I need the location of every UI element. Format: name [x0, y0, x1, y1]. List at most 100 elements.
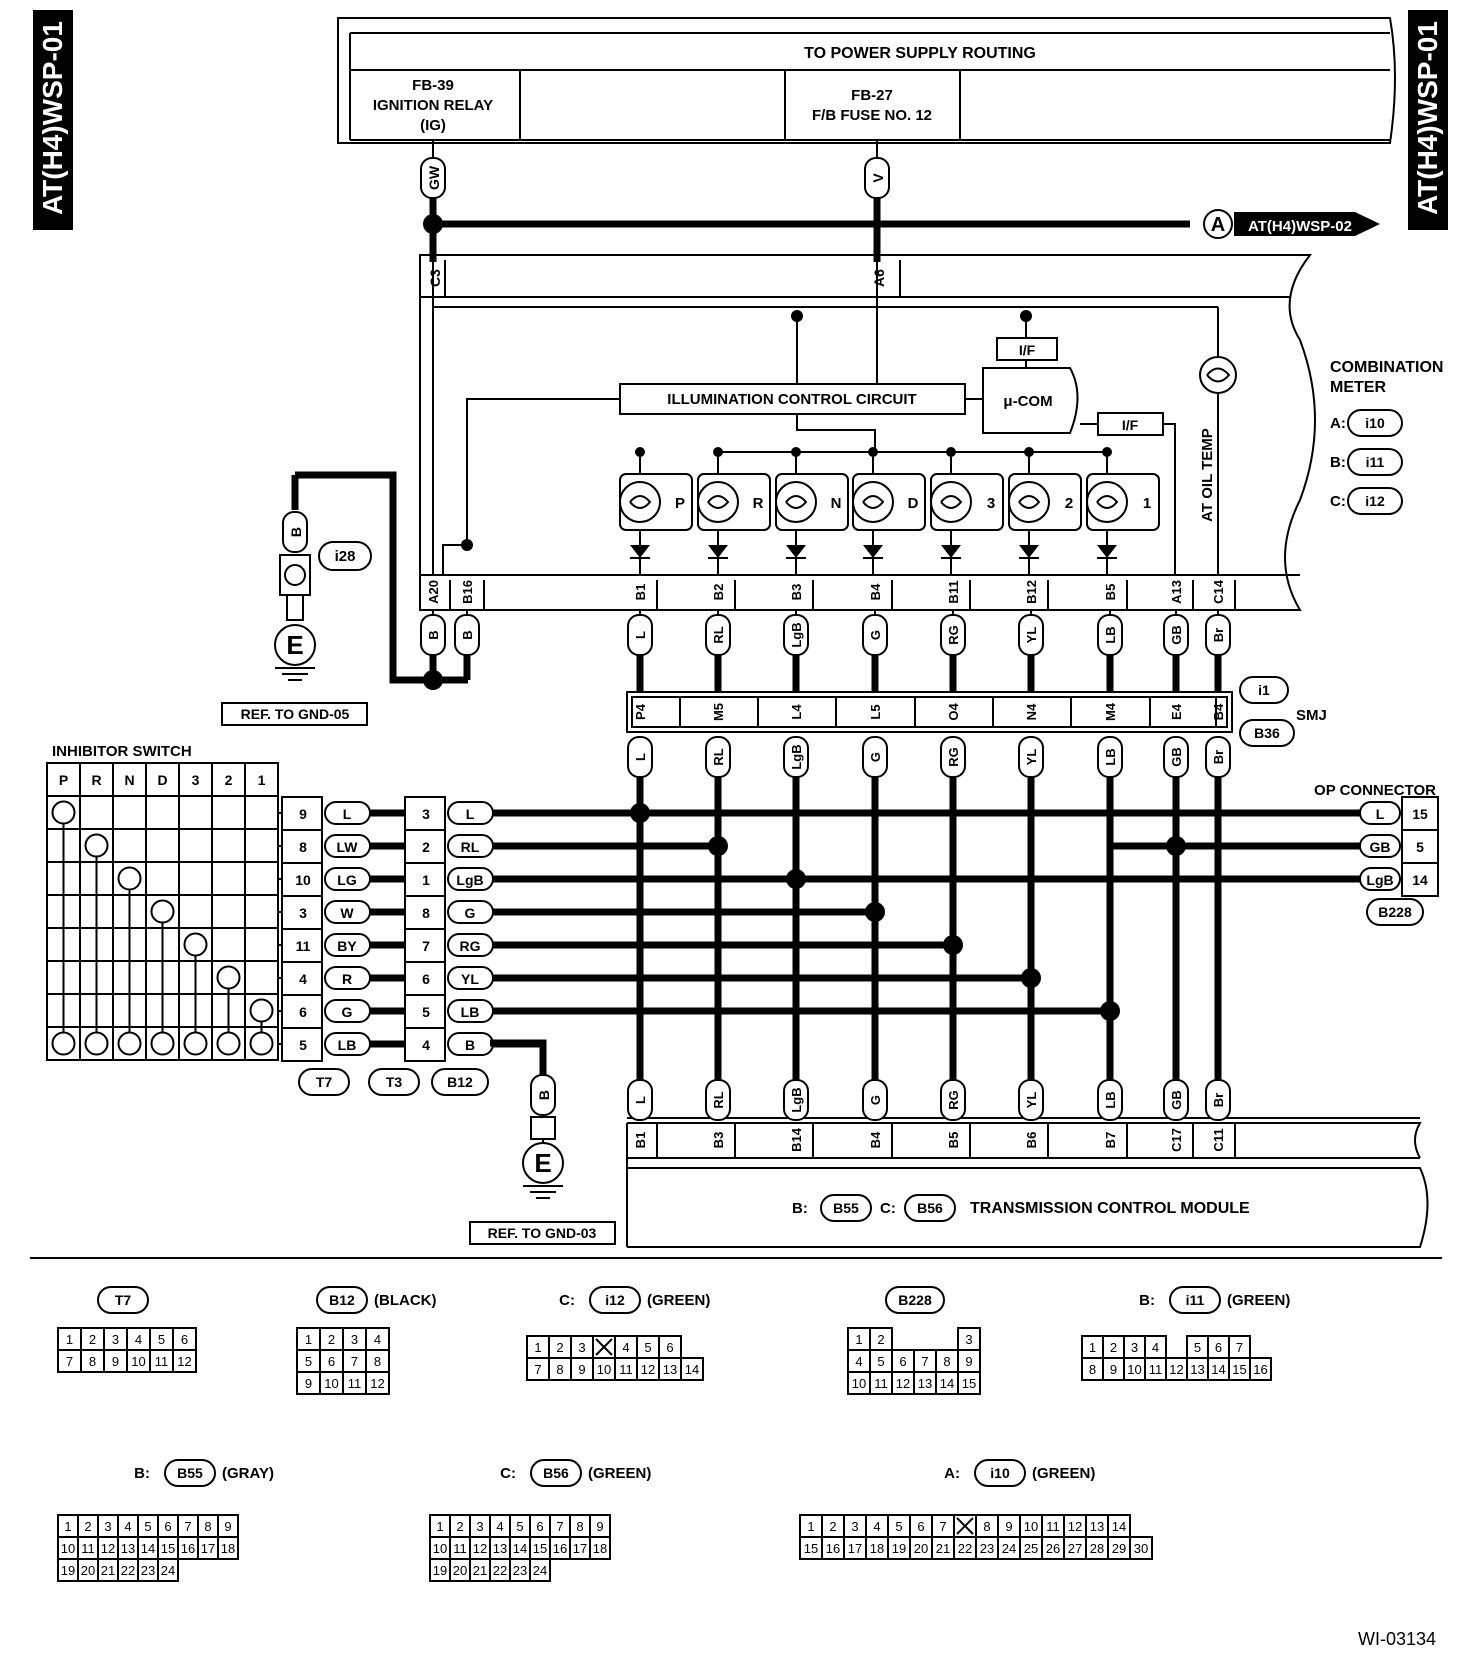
- connector-title-B55: B55: [164, 1459, 216, 1487]
- svg-text:8: 8: [943, 1354, 950, 1369]
- svg-text:T7: T7: [115, 1292, 132, 1308]
- svg-text:REF. TO GND-05: REF. TO GND-05: [241, 706, 350, 722]
- svg-text:18: 18: [870, 1541, 884, 1556]
- svg-text:14: 14: [1112, 1519, 1126, 1534]
- svg-text:AT(H4)WSP-01: AT(H4)WSP-01: [37, 21, 68, 215]
- link-a-arrow: A AT(H4)WSP-02: [1203, 209, 1380, 239]
- svg-text:2: 2: [84, 1519, 91, 1534]
- svg-text:GW: GW: [426, 165, 442, 190]
- wire-tag-gw: GW: [420, 157, 446, 199]
- svg-text:6: 6: [328, 1354, 335, 1369]
- svg-text:OP CONNECTOR: OP CONNECTOR: [1314, 782, 1436, 799]
- svg-text:30: 30: [1134, 1541, 1148, 1556]
- tcm-wire-GB: GB: [1163, 1079, 1189, 1121]
- lamp-1: 1: [1086, 447, 1160, 575]
- meter-pin-B16: B16: [460, 580, 475, 604]
- svg-text:1: 1: [64, 1519, 71, 1534]
- ground-gnd03: B E REF. TO GND-03: [469, 1039, 616, 1245]
- svg-text:5: 5: [644, 1340, 651, 1355]
- connector-title-i12: i12: [589, 1286, 641, 1314]
- svg-text:5: 5: [305, 1354, 312, 1369]
- meter-ref-prefix: B:: [1330, 454, 1346, 471]
- svg-text:4: 4: [124, 1519, 131, 1534]
- svg-text:7: 7: [1236, 1340, 1243, 1355]
- svg-text:i10: i10: [1365, 415, 1385, 431]
- svg-text:23: 23: [513, 1563, 527, 1578]
- svg-text:7: 7: [939, 1519, 946, 1534]
- tcm-wire-RL: RL: [705, 1079, 731, 1121]
- svg-text:8: 8: [983, 1519, 990, 1534]
- svg-text:12: 12: [473, 1541, 487, 1556]
- lamp-N: N: [775, 447, 849, 575]
- svg-text:2: 2: [456, 1519, 463, 1534]
- svg-text:13: 13: [663, 1362, 677, 1377]
- svg-text:4: 4: [374, 1332, 381, 1347]
- svg-text:LB: LB: [1103, 1091, 1118, 1108]
- svg-text:(GREEN): (GREEN): [1032, 1465, 1095, 1482]
- smj-pin-O4: O4: [946, 703, 961, 721]
- t7-wire: LB: [338, 1037, 357, 1053]
- svg-text:22: 22: [958, 1541, 972, 1556]
- b12-wire: G: [465, 905, 476, 921]
- svg-text:17: 17: [848, 1541, 862, 1556]
- op-pin: 15: [1412, 806, 1428, 822]
- tcm-pin-B4: B4: [868, 1131, 883, 1148]
- t7-wire: BY: [337, 938, 357, 954]
- mid-wire-GB: GB: [1163, 736, 1189, 778]
- svg-text:RL: RL: [711, 1091, 726, 1108]
- svg-text:3: 3: [1131, 1340, 1138, 1355]
- svg-text:9: 9: [596, 1519, 603, 1534]
- svg-text:10: 10: [61, 1541, 75, 1556]
- t7-pin: 9: [299, 806, 307, 822]
- svg-text:3: 3: [578, 1340, 585, 1355]
- svg-text:B: B: [288, 527, 304, 537]
- b12-wire: LB: [461, 1004, 480, 1020]
- t7-pin: 6: [299, 1004, 307, 1020]
- meter-pin-B1: B1: [633, 584, 648, 601]
- lamp-P: P: [619, 447, 693, 575]
- meter-ref-i10: i10: [1347, 409, 1403, 437]
- svg-text:25: 25: [1024, 1541, 1038, 1556]
- meter-pin-B5: B5: [1103, 584, 1118, 601]
- svg-text:11: 11: [874, 1376, 888, 1391]
- svg-text:C:: C:: [500, 1465, 516, 1482]
- svg-text:A:: A:: [944, 1465, 960, 1482]
- svg-text:B56: B56: [917, 1200, 943, 1216]
- svg-text:AT(H4)WSP-02: AT(H4)WSP-02: [1248, 218, 1352, 235]
- tcm-wire-LgB: LgB: [783, 1079, 809, 1121]
- pin-c3: C3: [427, 269, 443, 287]
- page-code-left: AT(H4)WSP-01: [33, 10, 73, 230]
- tcm-pin-B6: B6: [1024, 1132, 1039, 1149]
- ground-i28: B i28 E REF. TO GND-05: [221, 471, 468, 726]
- meter-ref-i12: i12: [1347, 487, 1403, 515]
- mid-wire-Br: Br: [1205, 736, 1231, 778]
- meter-pin-B3: B3: [789, 584, 804, 601]
- meter-ref-prefix: C:: [1330, 493, 1346, 510]
- svg-text:B55: B55: [177, 1465, 203, 1481]
- svg-text:GB: GB: [1169, 747, 1184, 767]
- svg-text:YL: YL: [1024, 627, 1039, 644]
- oil-temp-label: AT OIL TEMP: [1199, 428, 1216, 522]
- svg-text:12: 12: [641, 1362, 655, 1377]
- conn-t7: T7: [298, 1068, 350, 1096]
- svg-text:7: 7: [921, 1354, 928, 1369]
- svg-text:D: D: [908, 495, 919, 512]
- meter-wire-YL: YL: [1018, 614, 1044, 656]
- svg-text:8: 8: [576, 1519, 583, 1534]
- svg-text:28: 28: [1090, 1541, 1104, 1556]
- mid-wire-YL: YL: [1018, 736, 1044, 778]
- inhibitor-col-2: 2: [225, 772, 233, 788]
- op-wire: GB: [1370, 839, 1391, 855]
- svg-text:19: 19: [433, 1563, 447, 1578]
- svg-text:13: 13: [1090, 1519, 1104, 1534]
- svg-text:13: 13: [1190, 1362, 1204, 1377]
- svg-text:14: 14: [940, 1376, 954, 1391]
